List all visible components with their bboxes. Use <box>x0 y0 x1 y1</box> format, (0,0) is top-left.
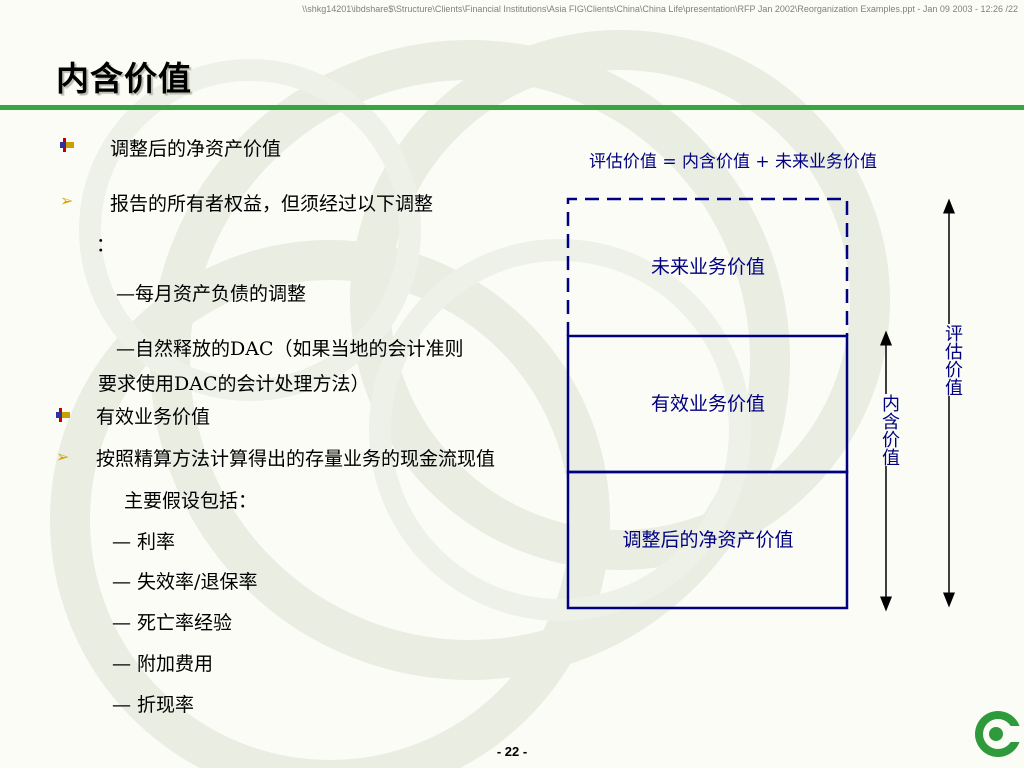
company-logo <box>975 711 1022 757</box>
square-bullet-icon <box>60 138 74 152</box>
adjusted-net-assets-label: 调整后的净资产价值 <box>622 529 794 551</box>
arrow-bullet-icon: ➢ <box>60 191 74 210</box>
in-force-label: 有效业务价值 <box>650 393 765 415</box>
file-path: \\shkg14201\ibdshare$\Structure\Clients\… <box>302 4 1018 14</box>
embedded-value-label: 内含价值 <box>876 394 902 466</box>
future-business-label: 未来业务价值 <box>650 256 765 278</box>
appraisal-value-label: 评估价值 <box>939 324 965 396</box>
